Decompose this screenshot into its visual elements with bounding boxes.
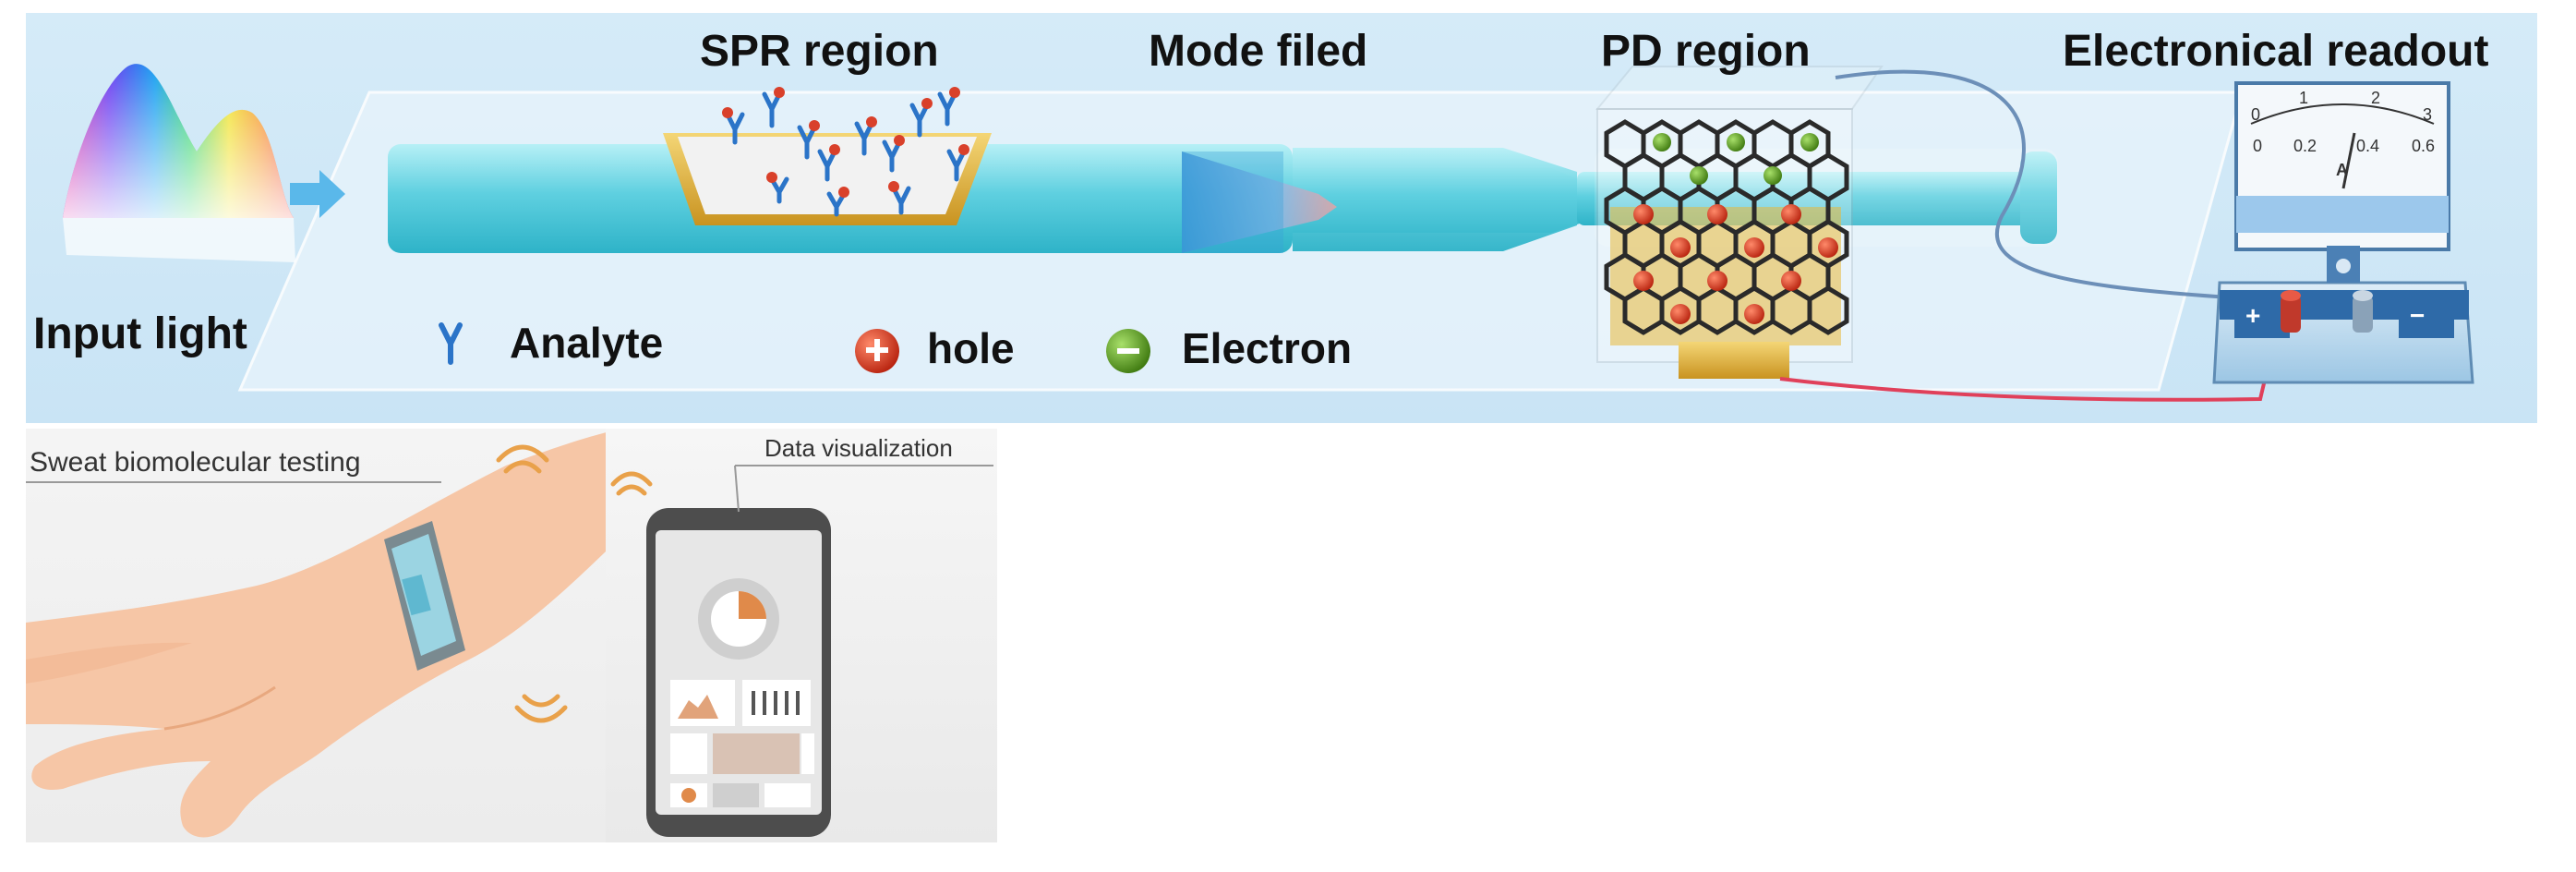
meter-tick-top-0: 0 <box>2251 105 2261 124</box>
phone-signal-icon <box>610 471 653 496</box>
meter-tick-bottom-3: 0.6 <box>2412 137 2436 155</box>
mode-field-label: Mode filed <box>1149 27 1368 76</box>
mode-field-cone <box>1182 151 1337 253</box>
legend-analyte-text: Analyte <box>510 319 664 367</box>
sensor-schematic-panel: Input light SPR region Mode filed PD reg… <box>26 13 2537 423</box>
sweat-testing-caption: Sweat biomolecular testing <box>30 447 361 478</box>
legend-hole-text: hole <box>927 324 1015 372</box>
legend-electron-text: Electron <box>1182 324 1353 372</box>
input-spectrum-icon <box>63 64 295 262</box>
hand-illustration <box>26 429 628 838</box>
analyte-molecules <box>725 91 967 217</box>
analyte-red-tips <box>722 87 969 198</box>
meter-tick-top-2: 2 <box>2371 89 2381 107</box>
analyte-legend-icon <box>439 322 463 365</box>
phone-illustration <box>610 465 993 837</box>
meter-plus-sign: + <box>2245 301 2261 330</box>
electronical-readout-label: Electronical readout <box>2063 27 2489 76</box>
positive-wire <box>1779 321 2281 402</box>
meter-tick-top-3: 3 <box>2423 105 2433 124</box>
wristband <box>384 521 465 671</box>
signal-waves-icon <box>496 444 568 723</box>
phone-panel: Data visualization <box>606 429 997 842</box>
positive-terminal <box>2281 290 2301 333</box>
meter-tick-bottom-0: 0 <box>2253 137 2263 155</box>
data-visualization-caption: Data visualization <box>764 434 953 462</box>
schematic-drawing <box>63 64 2474 402</box>
spr-region-label: SPR region <box>700 27 939 76</box>
meter-tick-bottom-1: 0.2 <box>2293 137 2317 155</box>
meter-tick-top-1: 1 <box>2299 89 2309 107</box>
wearable-panel: Sweat biomolecular testing <box>26 429 628 842</box>
negative-terminal <box>2353 290 2373 333</box>
photodetector-lattice <box>1595 66 1884 379</box>
negative-wire <box>1835 69 2353 309</box>
input-arrow-icon <box>290 170 345 218</box>
pd-region-label: PD region <box>1601 27 1811 76</box>
meter-unit: A <box>2336 161 2348 179</box>
input-light-label: Input light <box>33 309 247 358</box>
meter-tick-bottom-2: 0.4 <box>2356 137 2380 155</box>
meter-minus-sign: − <box>2410 301 2426 330</box>
ammeter <box>2212 81 2474 384</box>
